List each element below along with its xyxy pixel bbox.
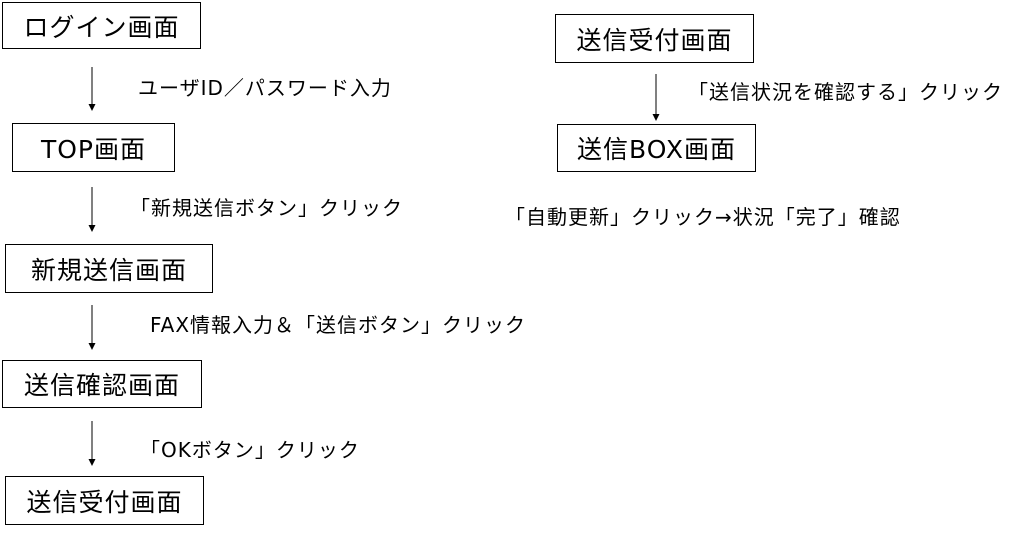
edge-label-new-send-button: 「新規送信ボタン」クリック — [130, 196, 403, 220]
edge-label-check-send-status: 「送信状況を確認する」クリック — [688, 80, 1003, 104]
arrow-accept-to-box — [652, 74, 660, 121]
arrow-confirm-to-accept — [88, 421, 96, 466]
edge-label-ok-button: 「OKボタン」クリック — [140, 438, 360, 462]
node-send-box-screen: 送信BOX画面 — [557, 124, 756, 172]
edge-label-fax-info-send-button: FAX情報入力＆「送信ボタン」クリック — [150, 313, 527, 337]
arrow-top-to-new — [88, 187, 96, 232]
node-send-accepted-screen: 送信受付画面 — [5, 476, 204, 525]
node-top-screen: TOP画面 — [12, 123, 175, 172]
arrow-new-to-confirm — [88, 305, 96, 350]
node-send-confirm-screen: 送信確認画面 — [2, 360, 202, 408]
node-send-accepted-screen-right: 送信受付画面 — [555, 14, 754, 63]
node-login-screen: ログイン画面 — [2, 2, 201, 49]
edge-label-user-id-password: ユーザID／パスワード入力 — [138, 76, 392, 100]
note-auto-refresh-complete: 「自動更新」クリック→状況「完了」確認 — [505, 205, 901, 229]
node-new-send-screen: 新規送信画面 — [5, 244, 213, 293]
arrow-login-to-top — [88, 67, 96, 111]
